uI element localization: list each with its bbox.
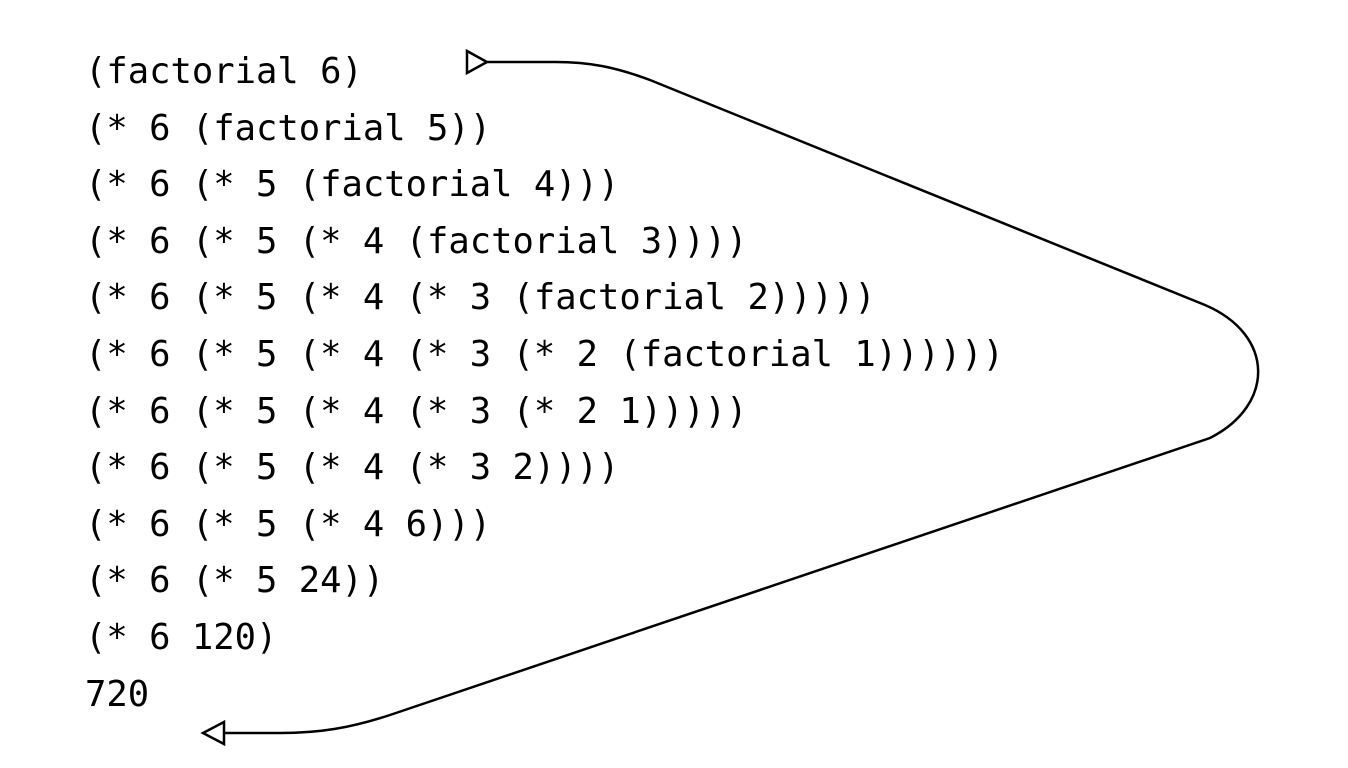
trace-line: (* 6 (* 5 (* 4 (* 3 (* 2 (factorial 1)))… [85,333,1005,375]
start-triangle-icon [465,48,490,76]
trace-line: (* 6 (* 5 (* 4 (* 3 2)))) [85,447,620,489]
trace-line: (* 6 (factorial 5)) [85,107,492,149]
process-trace: (factorial 6) (* 6 (factorial 5)) (* 6 (* … [85,44,1004,723]
trace-line: (* 6 (* 5 (* 4 (factorial 3)))) [85,220,748,262]
trace-line: (* 6 (* 5 (* 4 (* 3 (* 2 1))))) [85,390,748,432]
trace-line: (* 6 120) [85,616,278,658]
trace-line: (* 6 (* 5 (* 4 6))) [85,503,492,545]
trace-line: (* 6 (* 5 24)) [85,560,385,602]
trace-line: (* 6 (* 5 (* 4 (* 3 (factorial 2))))) [85,277,876,319]
expansion-contraction-curve [224,60,1260,735]
trace-line: (factorial 6) [85,51,363,92]
end-triangle-icon [200,719,226,747]
trace-line: (* 6 (* 5 (factorial 4))) [85,164,620,206]
trace-line: 720 [85,673,150,715]
